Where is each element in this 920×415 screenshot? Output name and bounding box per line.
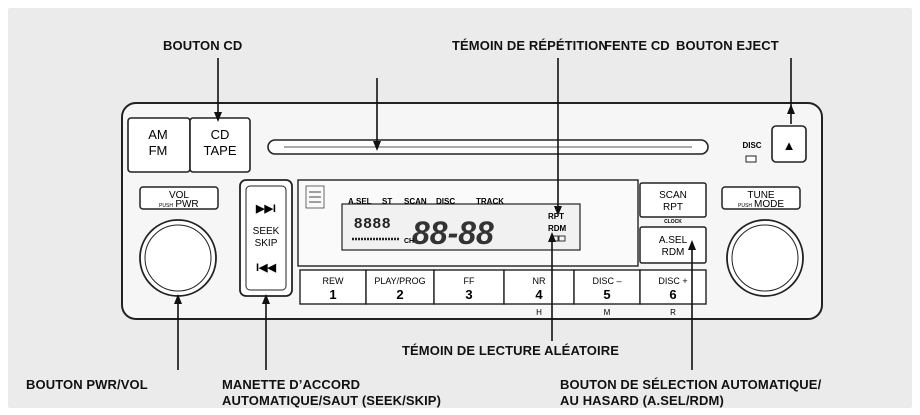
- asel-label: A.SEL: [659, 235, 688, 246]
- am-label: AM: [148, 127, 168, 142]
- pwr-label: PWR: [175, 199, 198, 210]
- callout-asel-button-line2: AU HASARD (A.SEL/RDM): [560, 393, 724, 408]
- preset-button-2: [365, 269, 435, 305]
- callout-eject-button: BOUTON EJECT: [676, 38, 779, 53]
- tune-label: TUNE: [747, 190, 775, 201]
- callout-seek-bar-line2: AUTOMATIQUE/SAUT (SEEK/SKIP): [222, 393, 441, 408]
- eject-button: [771, 125, 807, 163]
- preset-row: REW 1 PLAY/PROG 2 FF 3 NR 4 DISC – 5 DIS…: [299, 269, 707, 317]
- seek-down-icon: I◀◀: [256, 262, 277, 274]
- clock-label: CLOCK: [664, 219, 682, 225]
- preset-num-2: 2: [396, 287, 403, 302]
- callout-cd-button: BOUTON CD: [163, 38, 243, 53]
- lcd-segment-window: [341, 203, 581, 251]
- callout-random-indicator: TÉMOIN DE LECTURE ALÉATOIRE: [402, 343, 619, 358]
- lcd-ch-label: CH: [404, 238, 414, 245]
- callout-asel-button-line1: BOUTON DE SÉLECTION AUTOMATIQUE/: [560, 377, 822, 392]
- preset-button-4: [503, 269, 575, 305]
- callout-pwr-vol-button: BOUTON PWR/VOL: [26, 377, 148, 392]
- preset-label-6: DISC +: [658, 276, 687, 286]
- tune-mode-knob: [726, 219, 804, 297]
- skip-label: SKIP: [255, 238, 278, 249]
- lcd-small-digits: 8888: [354, 215, 391, 232]
- random-indicator: RDM: [548, 224, 567, 233]
- preset-label-4: NR: [533, 276, 546, 286]
- preset-num-3: 3: [465, 287, 472, 302]
- lcd-label-scan: SCAN: [404, 197, 427, 206]
- preset-label-5: DISC –: [592, 276, 621, 286]
- repeat-indicator: RPT: [548, 212, 564, 221]
- callout-cd-slot: FENTE CD: [604, 38, 670, 53]
- preset-num-4: 4: [535, 287, 543, 302]
- callout-seek-bar-line1: MANETTE D’ACCORD: [222, 377, 361, 392]
- lcd-label-asel: A.SEL: [348, 197, 372, 206]
- preset-sublabel-h: H: [536, 308, 542, 317]
- tune-mode-button: [721, 186, 801, 210]
- preset-button-6: [639, 269, 707, 305]
- tape-label: TAPE: [204, 143, 237, 158]
- mode-label: MODE: [754, 199, 784, 210]
- seek-up-icon: ▶▶I: [255, 203, 276, 215]
- vol-label: VOL: [169, 190, 189, 201]
- preset-label-1: REW: [323, 276, 345, 286]
- fm-label: FM: [149, 143, 168, 158]
- vol-pwr-button: [139, 186, 219, 210]
- preset-num-5: 5: [603, 287, 610, 302]
- disc-indicator-label: DISC: [742, 141, 761, 150]
- eject-icon: ▲: [783, 138, 796, 153]
- disc-indicator-led: [745, 155, 757, 163]
- cd-label: CD: [211, 127, 230, 142]
- callout-repeat-indicator: TÉMOIN DE RÉPÉTITION: [452, 38, 608, 53]
- preset-label-3: FF: [464, 276, 475, 286]
- rdm-label: RDM: [662, 247, 685, 258]
- cd-tape-button: [189, 117, 251, 173]
- lcd-label-track: TRACK: [476, 197, 504, 206]
- preset-button-1: [299, 269, 367, 305]
- seek-label: SEEK: [253, 226, 280, 237]
- lcd-main-digits: 88-88: [412, 215, 494, 251]
- preset-sublabel-m: M: [604, 308, 611, 317]
- pwr-vol-knob: [139, 219, 217, 297]
- preset-sublabel-r: R: [670, 308, 676, 317]
- preset-label-2: PLAY/PROG: [374, 276, 425, 286]
- leader-lines: [174, 58, 795, 370]
- asel-rdm-button: [639, 226, 707, 264]
- scan-rpt-button: [639, 182, 707, 218]
- push-label-right: PUSH: [738, 203, 752, 209]
- push-label-left: PUSH: [159, 203, 173, 209]
- preset-num-1: 1: [329, 287, 336, 302]
- scan-label: SCAN: [659, 190, 687, 201]
- preset-num-6: 6: [669, 287, 676, 302]
- rpt-label: RPT: [663, 202, 683, 213]
- lcd-label-disc: DISC: [436, 197, 455, 206]
- preset-button-5: [573, 269, 641, 305]
- lcd-label-st: ST: [382, 197, 392, 206]
- cd-logo: [305, 185, 325, 209]
